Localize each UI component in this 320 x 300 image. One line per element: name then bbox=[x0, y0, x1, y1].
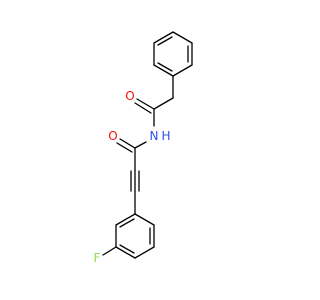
fluorine-atom: F bbox=[94, 251, 101, 265]
propiolamide-chain bbox=[116, 138, 147, 215]
fluorophenyl-ring bbox=[102, 213, 155, 259]
oxygen-atom-bottom: O bbox=[108, 129, 117, 143]
nitrogen-atom: N bbox=[150, 129, 159, 143]
phenyl-ring bbox=[153, 31, 193, 77]
benzyl-acyl-chain bbox=[134, 75, 174, 127]
nitrogen-hydrogen: H bbox=[161, 129, 170, 143]
oxygen-atom-top: O bbox=[125, 89, 134, 103]
molecule-diagram: O N H O F bbox=[94, 31, 193, 265]
